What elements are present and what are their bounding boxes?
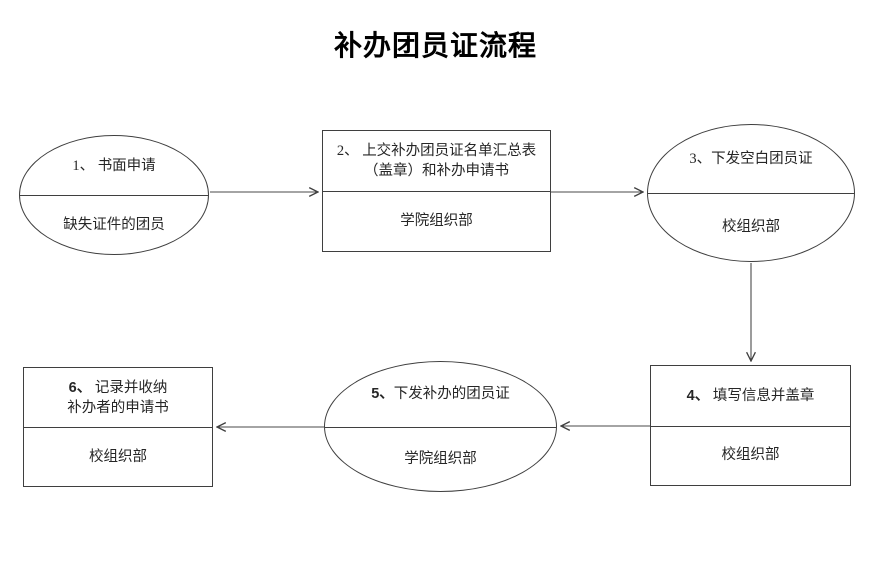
node-4-actor: 校组织部 [651,426,850,486]
node-4-action: 4、 填写信息并盖章 [651,366,850,426]
node-1-divider [20,195,208,196]
node-2-action-text-line2: （盖章）和补办申请书 [364,163,509,179]
node-3-divider [648,193,854,194]
node-2-action: 2、 上交补办团员证名单汇总表 （盖章）和补办申请书 [323,131,550,191]
node-6-action: 6、 记录并收纳 补办者的申请书 [24,368,212,427]
node-3-actor: 校组织部 [648,193,854,261]
node-3-action: 3、下发空白团员证 [648,125,854,193]
node-4-action-text: 填写信息并盖章 [712,387,815,404]
node-5-number: 5、 [371,386,394,403]
node-2-divider [323,191,550,192]
node-2-action-text-line1: 上交补办团员证名单汇总表 [362,143,537,159]
node-2-actor: 学院组织部 [323,191,550,251]
node-6-actor: 校组织部 [24,427,212,486]
node-5-issue-reissued-card: 5、下发补办的团员证 学院组织部 [324,361,557,492]
node-1-written-application: 1、 书面申请 缺失证件的团员 [19,135,209,255]
node-6-record-and-file: 6、 记录并收纳 补办者的申请书 校组织部 [23,367,213,487]
node-5-action-text: 下发补办的团员证 [393,386,510,403]
node-1-number: 1、 [72,157,95,174]
node-5-actor: 学院组织部 [325,427,556,492]
node-4-number: 4、 [686,387,710,404]
node-1-actor-text: 缺失证件的团员 [63,216,165,233]
node-6-number: 6、 [68,379,92,396]
node-2-submit-summary-form: 2、 上交补办团员证名单汇总表 （盖章）和补办申请书 学院组织部 [322,130,551,252]
node-6-action-text-line1: 记录并收纳 [94,379,168,396]
node-4-actor-text: 校组织部 [721,447,780,464]
node-3-action-text: 下发空白团员证 [711,151,813,167]
node-1-action-text: 书面申请 [97,157,156,174]
node-5-actor-text: 学院组织部 [404,450,477,467]
node-2-number: 2、 [336,143,359,159]
node-4-divider [651,425,850,427]
node-3-actor-text: 校组织部 [722,219,780,235]
node-6-divider [24,427,212,428]
node-5-action: 5、下发补办的团员证 [325,362,556,427]
node-3-issue-blank-card: 3、下发空白团员证 校组织部 [647,124,855,262]
node-3-number: 3、 [689,151,712,167]
node-4-fill-info-stamp: 4、 填写信息并盖章 校组织部 [650,365,851,486]
node-2-actor-text: 学院组织部 [400,213,473,229]
node-5-divider [325,426,556,428]
node-1-action: 1、 书面申请 [20,136,208,195]
page-title: 补办团员证流程 [333,30,537,61]
node-6-action-text-line2: 补办者的申请书 [67,399,169,416]
node-1-actor: 缺失证件的团员 [20,195,208,254]
node-6-actor-text: 校组织部 [89,448,147,465]
